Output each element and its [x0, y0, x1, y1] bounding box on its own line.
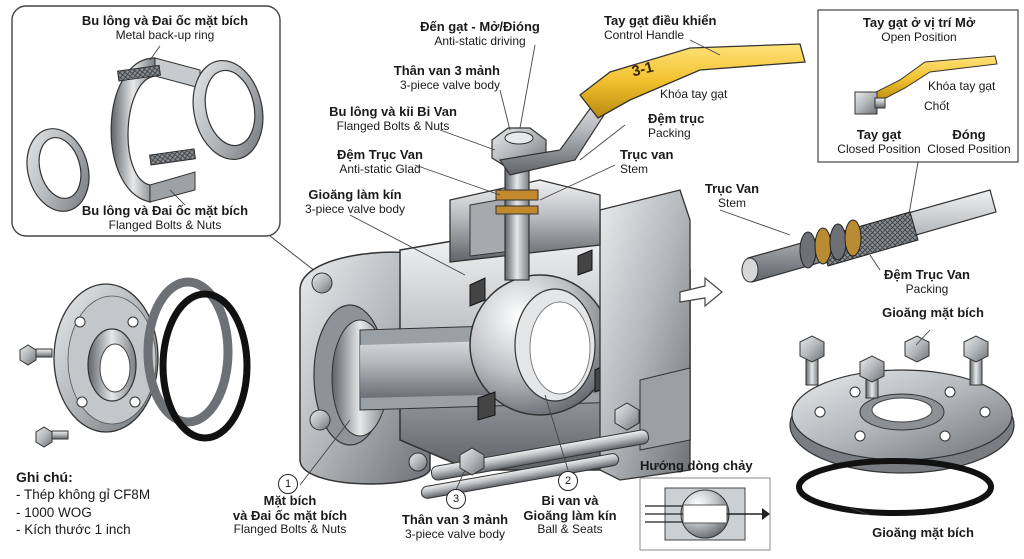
notes-item: - Kích thước 1 inch	[16, 522, 131, 538]
flow-title: Hướng dòng chảy	[640, 458, 753, 473]
label-gasket-seal: Gioăng làm kín 3-piece valve body	[304, 187, 406, 216]
label-stem: Trục van Stem	[620, 147, 674, 176]
right-flange-exploded	[789, 335, 1015, 516]
label-flanges: Mặt bích và Đai ốc mặt bích Flanged Bolt…	[232, 493, 348, 537]
notes: Ghi chú: - Thép không gỉ CF8M - 1000 WOG…	[16, 468, 150, 539]
label-flange-gasket-top: Gioăng mặt bích	[882, 305, 984, 320]
callout-3: 3	[446, 489, 466, 509]
label-closed-position-a: Tay gạt Closed Position	[837, 127, 921, 156]
label-backup-ring: Bu lông và Đai ốc mặt bích Metal back-up…	[81, 13, 249, 42]
label-stem-packing: Đệm Trục Van Packing	[884, 267, 970, 296]
callout-2: 2	[558, 471, 578, 491]
label-stem-right: Trục Van Stem	[704, 181, 760, 210]
label-handle-lock: Khóa tay gạt	[660, 87, 728, 101]
label-flange-gasket-bottom: Gioăng mặt bích	[872, 525, 974, 540]
assembly-arrow	[679, 276, 723, 308]
label-open-position: Tay gạt ở vị trí Mở Open Position	[862, 15, 976, 44]
notes-item: - 1000 WOG	[16, 504, 92, 520]
control-handle	[498, 43, 806, 176]
left-flange-exploded	[19, 277, 251, 448]
backup-ring-inset	[11, 5, 281, 237]
callout-1: 1	[278, 474, 298, 494]
label-body-bottom: Thân van 3 mảnh 3-piece valve body	[401, 512, 509, 541]
stem-exploded	[741, 189, 997, 283]
notes-item: - Thép không gỉ CF8M	[16, 487, 151, 503]
label-inset-flanged-bolts: Bu lông và Đai ốc mặt bích Flanged Bolts…	[81, 203, 249, 232]
label-antistatic-driving: Đến gạt - Mở/Đióng Anti-static driving	[420, 19, 540, 48]
leader-lines	[299, 39, 931, 516]
notes-title: Ghi chú:	[16, 469, 73, 485]
label-inset-pin: Chốt	[924, 99, 950, 113]
flow-direction-diagram	[639, 477, 771, 551]
label-closed-position-b: Đóng Closed Position	[927, 127, 1011, 156]
label-inset-lock: Khóa tay gạt	[928, 79, 996, 93]
valve-cutaway	[299, 127, 691, 499]
label-body-top: Thân van 3 mảnh 3-piece valve body	[393, 63, 500, 92]
label-ball-seats: Bi van và Gioăng làm kín Ball & Seats	[523, 493, 617, 537]
label-flanged-bolts: Bu lông và kỉi Bi Van Flanged Bolts & Nu…	[329, 104, 457, 133]
label-control-handle: Tay gạt điều khiển Control Handle	[604, 13, 717, 42]
open-position-inset	[817, 9, 1019, 163]
label-packing: Đệm trục Packing	[648, 111, 705, 140]
label-stem-gland: Đệm Trục Van Anti-static Glad	[337, 147, 423, 176]
